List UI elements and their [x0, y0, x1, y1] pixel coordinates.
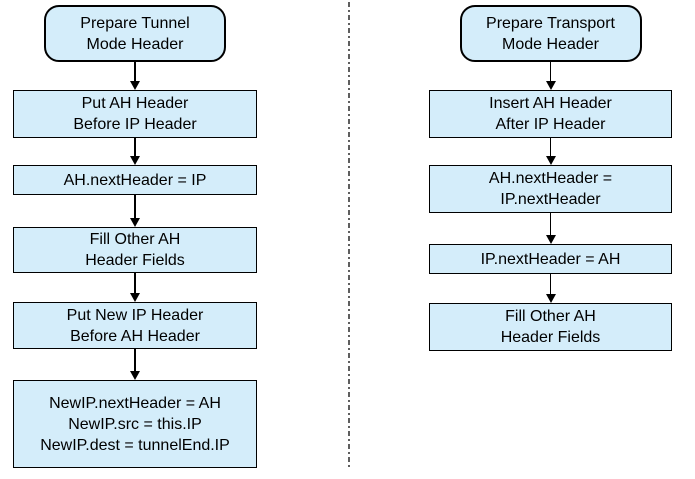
node-fill-other-ah-header-fields: Fill Other AH Header Fields	[429, 303, 672, 351]
node-ah-nextheader-ip-nextheader: AH.nextHeader = IP.nextHeader	[429, 165, 672, 213]
node-label: AH.nextHeader = IP	[63, 171, 207, 189]
down-arrow	[545, 274, 557, 303]
node-prepare-transport-mode-header: Prepare Transport Mode Header	[459, 5, 642, 62]
arrow-head-icon	[130, 293, 140, 302]
node-put-ah-header-before-ip-header: Put AH Header Before IP Header	[13, 90, 257, 138]
down-arrow	[545, 62, 557, 90]
arrow-shaft	[134, 273, 136, 293]
down-arrow	[129, 273, 141, 302]
arrow-head-icon	[130, 81, 140, 90]
node-ip-nextheader-ah: IP.nextHeader = AH	[429, 244, 672, 274]
node-prepare-tunnel-mode-header: Prepare Tunnel Mode Header	[44, 5, 226, 62]
arrow-shaft	[134, 138, 136, 156]
node-label: Prepare Transport Mode Header	[486, 14, 615, 53]
node-put-new-ip-header-before-ah-header: Put New IP Header Before AH Header	[13, 302, 257, 349]
down-arrow	[129, 138, 141, 165]
node-fill-other-ah-header-fields: Fill Other AH Header Fields	[13, 227, 257, 273]
node-label: NewIP.nextHeader = AH NewIP.src = this.I…	[40, 394, 230, 454]
arrow-head-icon	[130, 371, 140, 380]
arrow-shaft	[549, 213, 552, 235]
down-arrow	[129, 195, 141, 227]
node-newip-assignments: NewIP.nextHeader = AH NewIP.src = this.I…	[13, 380, 257, 468]
arrow-shaft	[549, 274, 552, 294]
down-arrow	[545, 213, 557, 244]
column-divider	[348, 2, 350, 470]
node-label: Fill Other AH Header Fields	[85, 231, 185, 269]
node-label: IP.nextHeader = AH	[480, 250, 621, 268]
node-label: Insert AH Header After IP Header	[489, 95, 612, 133]
node-ah-nextheader-ip: AH.nextHeader = IP	[13, 165, 257, 195]
arrow-head-icon	[545, 81, 556, 90]
node-insert-ah-header-after-ip-header: Insert AH Header After IP Header	[429, 90, 672, 138]
down-arrow	[545, 138, 557, 165]
arrow-shaft	[134, 62, 136, 81]
arrow-shaft	[549, 62, 552, 81]
arrow-shaft	[134, 349, 136, 371]
arrow-head-icon	[545, 156, 556, 165]
node-label: Fill Other AH Header Fields	[500, 308, 601, 346]
node-label: Put New IP Header Before AH Header	[66, 306, 204, 345]
arrow-head-icon	[130, 218, 140, 227]
flowchart-tunnel-mode: Prepare Tunnel Mode Header Put AH Header…	[13, 5, 257, 468]
down-arrow	[129, 349, 141, 380]
node-label: Put AH Header Before IP Header	[73, 95, 197, 133]
node-label: Prepare Tunnel Mode Header	[80, 14, 190, 53]
flowchart-transport-mode: Prepare Transport Mode Header Insert AH …	[429, 5, 672, 351]
node-label: AH.nextHeader = IP.nextHeader	[488, 170, 613, 208]
arrow-head-icon	[545, 294, 556, 303]
down-arrow	[129, 62, 141, 90]
arrow-shaft	[549, 138, 552, 156]
arrow-head-icon	[545, 235, 556, 244]
arrow-head-icon	[130, 156, 140, 165]
arrow-shaft	[134, 195, 136, 218]
